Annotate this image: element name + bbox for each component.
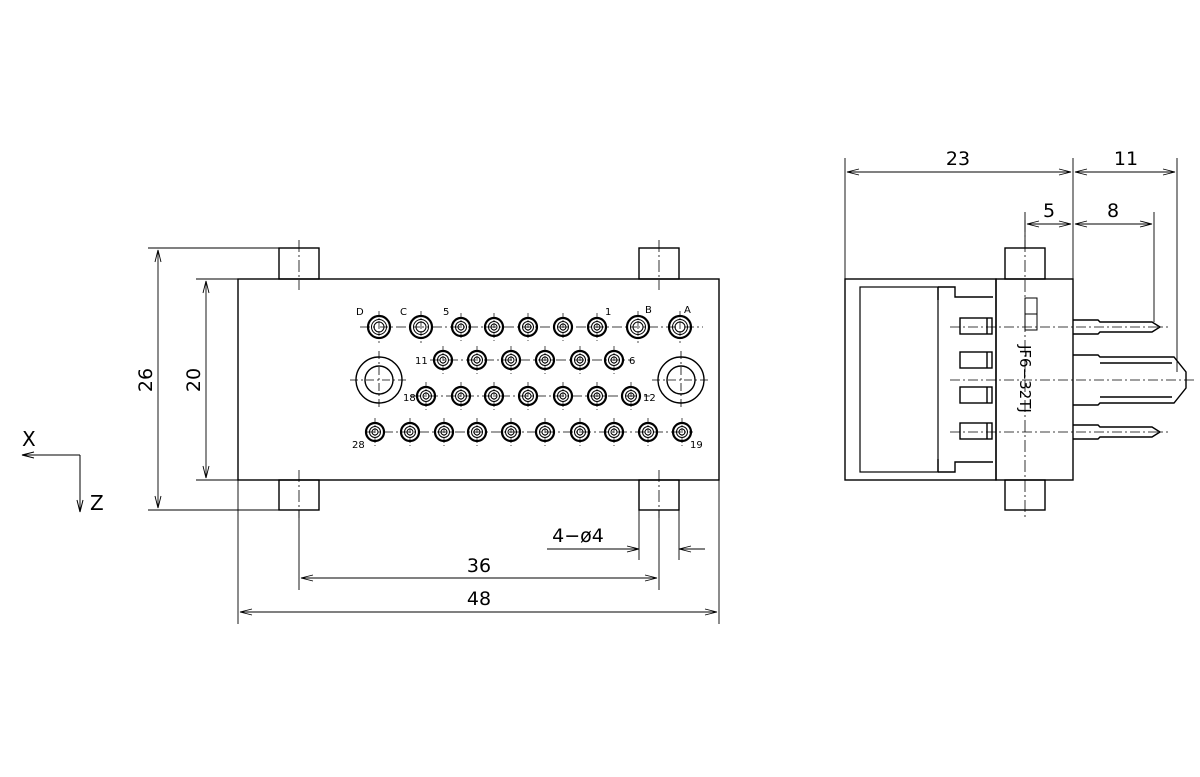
contact-10 — [466, 346, 488, 374]
contact-13 — [569, 346, 591, 374]
front-view: D C 5 1 B A 11 6 18 12 28 19 26 20 — [21, 240, 720, 624]
contact-14 — [603, 346, 625, 374]
contact-2 — [450, 313, 472, 341]
contact-25 — [466, 418, 488, 446]
dim-body-height: 20 — [183, 368, 205, 392]
contact-20 — [586, 382, 608, 410]
contact-label-1: 1 — [605, 307, 611, 318]
connector-body — [237, 278, 720, 481]
contact-27 — [534, 418, 556, 446]
side-marking — [1024, 297, 1038, 331]
dim-mount-holes: 4−ø4 — [552, 525, 604, 547]
side-housing — [844, 278, 997, 481]
contact-label-12: 12 — [643, 393, 656, 404]
axis-indicator — [21, 451, 84, 513]
contact-23 — [399, 418, 421, 446]
contact-30 — [637, 418, 659, 446]
dim-flange-offset: 5 — [1043, 200, 1055, 222]
dim-body-depth: 23 — [946, 148, 970, 170]
contact-label-28: 28 — [352, 440, 365, 451]
contact-8 — [667, 311, 693, 343]
contact-16 — [450, 382, 472, 410]
dim-mount-spacing: 36 — [467, 555, 491, 577]
contact-array — [364, 311, 693, 446]
contact-31 — [671, 418, 693, 446]
contact-9 — [432, 346, 454, 374]
side-pins — [1073, 319, 1187, 440]
contact-1 — [408, 311, 434, 343]
contact-label-6: 6 — [629, 356, 635, 367]
contact-24 — [433, 418, 455, 446]
contact-label-18: 18 — [403, 393, 416, 404]
guide-hole-right — [652, 351, 710, 409]
contact-label-11: 11 — [415, 356, 428, 367]
axis-label-x: X — [22, 427, 36, 451]
contact-label-19: 19 — [690, 440, 703, 451]
contact-label-b: B — [645, 305, 652, 316]
contact-15 — [415, 382, 437, 410]
contact-22 — [364, 418, 386, 446]
contact-label-5: 5 — [443, 307, 449, 318]
contact-17 — [483, 382, 505, 410]
contact-6 — [586, 313, 608, 341]
contact-19 — [552, 382, 574, 410]
contact-label-a: A — [684, 305, 691, 316]
contact-21 — [620, 382, 642, 410]
dim-pin-exposed: 8 — [1107, 200, 1119, 222]
contact-18 — [517, 382, 539, 410]
contact-28 — [569, 418, 591, 446]
contact-5 — [552, 313, 574, 341]
dim-overall-width: 48 — [467, 588, 491, 610]
side-view: JF6−32TJ 23 11 5 8 — [844, 148, 1195, 520]
axis-label-z: Z — [90, 491, 104, 515]
dim-pin-length: 11 — [1114, 148, 1138, 170]
contact-label-d: D — [356, 307, 364, 318]
contact-3 — [483, 313, 505, 341]
contact-12 — [534, 346, 556, 374]
contact-11 — [500, 346, 522, 374]
side-part-number: JF6−32TJ — [1016, 344, 1034, 413]
guide-hole-left — [350, 351, 408, 409]
contact-label-c: C — [400, 307, 407, 318]
dim-overall-height: 26 — [135, 368, 157, 392]
contact-7 — [625, 311, 651, 343]
contact-29 — [603, 418, 625, 446]
contact-0 — [366, 311, 392, 343]
contact-4 — [517, 313, 539, 341]
contact-26 — [500, 418, 522, 446]
